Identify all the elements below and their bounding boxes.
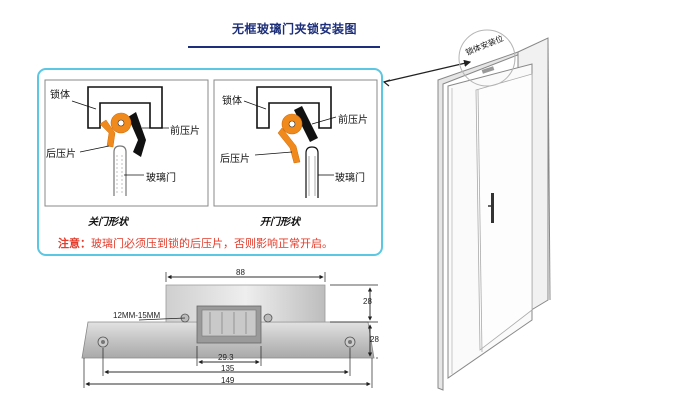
open-glass-door-label: 玻璃门: [335, 173, 365, 184]
dim-inner-width: 29.3: [218, 353, 234, 362]
front-plate: [294, 106, 318, 142]
dim-upper-height: 28: [363, 297, 372, 306]
closed-front-plate-label: 前压片: [170, 126, 200, 137]
dim-total-width: 149: [221, 376, 235, 385]
dim-lower-height: 28: [370, 335, 379, 344]
lock-body-outline: [256, 86, 332, 129]
closed-lock-body-label: 锁体: [50, 90, 70, 101]
dimension-lines: [83, 272, 378, 388]
screw-mid-right: [263, 313, 273, 323]
lock-product-illustration: [81, 284, 375, 359]
installation-note: 注意：玻璃门必须压到锁的后压片，否则影响正常开启。: [58, 235, 333, 251]
door-handle: [491, 193, 494, 223]
open-lock-diagram: [243, 86, 337, 198]
closed-glass-door-label: 玻璃门: [146, 173, 176, 184]
open-rear-plate-label: 后压片: [220, 154, 250, 165]
lock-position-mark: [481, 66, 495, 74]
open-mode-label: 开门形状: [260, 217, 300, 228]
dim-glass-thickness: 12MM-15MM: [113, 311, 161, 320]
pointer-arrow: [383, 59, 472, 83]
open-lock-body-label: 锁体: [222, 96, 242, 107]
lock-position-circle: [458, 29, 516, 87]
note-text: 玻璃门必须压到锁的后压片，否则影响正常开启。: [91, 237, 333, 250]
diagram-title: 无框玻璃门夹锁安装图: [232, 22, 358, 36]
dim-top-width: 88: [236, 268, 245, 277]
closed-lock-diagram: [71, 86, 169, 196]
door-illustration: [437, 29, 551, 391]
glass-leaf: [475, 73, 533, 351]
front-plate: [128, 112, 146, 157]
closed-mode-label: 关门形状: [88, 217, 128, 228]
lock-body-outline: [87, 86, 163, 129]
rear-plate: [99, 119, 116, 148]
rear-plate: [277, 127, 301, 164]
glass-door: [113, 145, 127, 196]
closed-rear-plate-label: 后压片: [46, 149, 76, 160]
glass-door: [305, 146, 319, 198]
open-state-box: [213, 79, 378, 207]
note-prefix: 注意：: [58, 237, 91, 250]
dim-hole-spacing: 135: [221, 364, 235, 373]
open-front-plate-label: 前压片: [338, 115, 368, 126]
title-underline: [188, 46, 380, 48]
